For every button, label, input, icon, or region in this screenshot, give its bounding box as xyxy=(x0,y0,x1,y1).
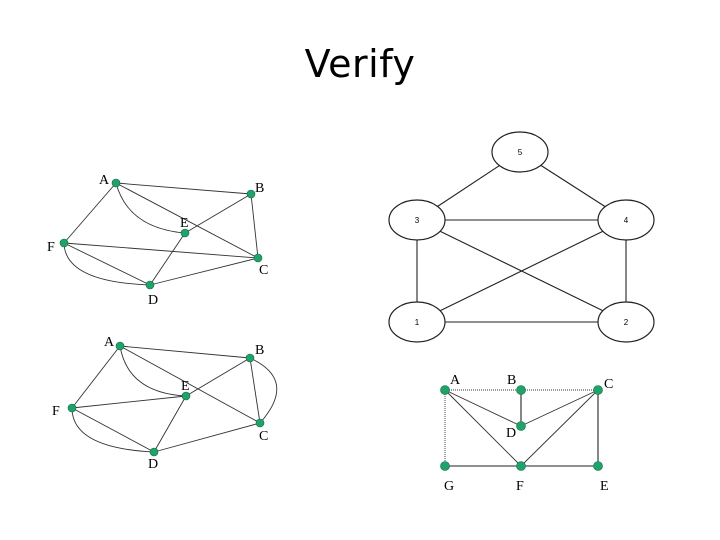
g3-node-5 xyxy=(491,131,549,173)
g4-node-b xyxy=(516,385,526,395)
g1-node-e xyxy=(180,228,190,238)
g4-node-f xyxy=(516,461,526,471)
graph-1: A B E F C D xyxy=(47,173,268,308)
g3-edge-4-1 xyxy=(416,219,627,323)
g2-label-d: D xyxy=(148,457,158,472)
g2-edge-a-f xyxy=(71,345,121,409)
g4-edge-c-d xyxy=(520,389,599,427)
g2-node-b xyxy=(245,353,255,363)
g2-edge-f-e xyxy=(71,395,187,409)
g4-node-a xyxy=(440,385,450,395)
g4-label-d: D xyxy=(506,426,516,441)
g2-edge-a-c xyxy=(119,345,261,424)
graph-4: A B C D G F E xyxy=(440,373,613,494)
g2-edge-f-d xyxy=(71,407,155,453)
g3-label-2: 2 xyxy=(624,318,629,327)
g1-edge-e-d xyxy=(149,232,186,286)
g4-label-e: E xyxy=(600,479,609,494)
g2-edge-f-d-curve xyxy=(71,407,155,453)
g1-edge-a-f xyxy=(63,182,117,244)
g2-edge-a-e xyxy=(119,345,187,397)
g4-label-b: B xyxy=(507,373,516,388)
g3-node-2 xyxy=(597,301,655,343)
g1-node-b xyxy=(246,189,256,199)
g2-label-f: F xyxy=(52,404,60,419)
g4-node-e xyxy=(593,461,603,471)
g2-node-c xyxy=(255,418,265,428)
g2-edge-b-c xyxy=(249,357,261,424)
g4-label-g: G xyxy=(444,479,454,494)
graph-2: A B E F C D xyxy=(52,335,278,472)
g4-label-f: F xyxy=(516,479,524,494)
g1-edge-b-e xyxy=(184,193,252,234)
g4-node-d xyxy=(516,421,526,431)
g4-node-c xyxy=(593,385,603,395)
g3-label-5: 5 xyxy=(518,148,523,157)
g2-label-a: A xyxy=(104,335,115,350)
g1-edge-f-d xyxy=(63,242,151,286)
g4-label-c: C xyxy=(604,377,613,392)
graph-3: 5 3 4 1 2 xyxy=(388,131,655,343)
g4-label-a: A xyxy=(450,373,461,388)
g1-edge-a-e xyxy=(115,182,186,234)
g3-node-4 xyxy=(597,199,655,241)
g1-label-b: B xyxy=(255,181,264,196)
g2-edge-a-b xyxy=(119,345,251,359)
g2-edge-b-c-curve xyxy=(249,357,278,424)
g4-edge-c-f xyxy=(520,389,599,467)
g1-label-f: F xyxy=(47,240,55,255)
g1-node-d xyxy=(145,280,155,290)
g2-edge-d-c xyxy=(153,422,261,453)
g2-node-a xyxy=(115,341,125,351)
g4-edge-a-d xyxy=(444,389,522,427)
g3-label-1: 1 xyxy=(415,318,420,327)
g1-label-d: D xyxy=(148,293,158,308)
g1-label-a: A xyxy=(99,173,110,188)
g1-node-f xyxy=(59,238,69,248)
g2-edge-e-d xyxy=(153,395,187,453)
g3-label-4: 4 xyxy=(624,216,629,225)
g3-node-1 xyxy=(388,301,446,343)
g2-node-d xyxy=(149,447,159,457)
g1-edge-a-b xyxy=(115,182,252,195)
g1-edge-f-c xyxy=(63,242,259,259)
g2-label-b: B xyxy=(255,343,264,358)
g1-edge-a-c xyxy=(115,182,259,259)
g1-label-e: E xyxy=(180,216,189,231)
g2-edge-b-e xyxy=(185,357,251,397)
slide-title: Verify xyxy=(304,42,416,86)
g1-edge-f-d-curve xyxy=(63,242,151,286)
g1-edge-d-c xyxy=(149,257,259,286)
g4-edge-a-f xyxy=(444,389,522,467)
g1-edge-b-c xyxy=(250,193,259,259)
g1-label-c: C xyxy=(259,263,268,278)
g2-label-e: E xyxy=(181,379,190,394)
g2-node-f xyxy=(67,403,77,413)
g4-node-g xyxy=(440,461,450,471)
g3-label-3: 3 xyxy=(415,216,420,225)
g1-node-a xyxy=(111,178,121,188)
g1-node-c xyxy=(253,253,263,263)
g2-node-e xyxy=(181,391,191,401)
g2-label-c: C xyxy=(259,429,268,444)
g3-node-3 xyxy=(388,199,446,241)
